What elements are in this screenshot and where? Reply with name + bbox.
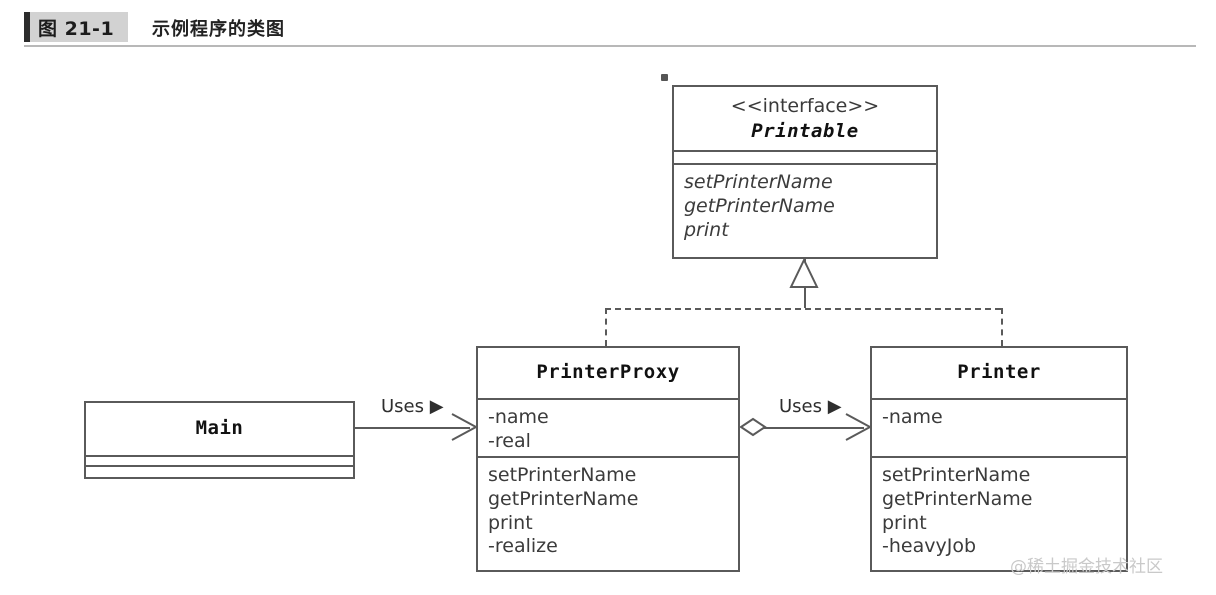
main-attributes-compartment [86,455,353,465]
printerproxy-methods-compartment: setPrinterName getPrinterName print -rea… [478,456,738,570]
realization-horizontal-bus [605,308,1001,310]
printer-attribute: -name [882,406,943,428]
printable-method: print [684,218,729,241]
class-box-printable[interactable]: <<interface>> Printable setPrinterName g… [672,85,938,259]
realization-vertical-stub [804,286,806,308]
figure-divider-rule [24,45,1196,47]
main-methods-compartment [86,465,353,475]
printable-attributes-compartment [674,150,936,163]
dependency-line-printerproxy-printer [763,427,864,429]
printerproxy-attributes-compartment: -name -real [478,398,738,456]
realization-triangle-stem [804,259,806,272]
realization-drop-printerproxy [605,308,607,346]
printable-class-name: Printable [751,119,859,142]
printable-method: setPrinterName [684,171,833,193]
printerproxy-method: -realize [488,535,558,558]
aggregation-diamond-icon [739,417,767,437]
printer-method: -heavyJob [882,535,977,558]
printer-method: print [882,511,927,534]
main-title-compartment: Main [86,403,353,455]
printable-method: getPrinterName [684,194,835,217]
class-box-printerproxy[interactable]: PrinterProxy -name -real setPrinterName … [476,346,740,572]
scan-artifact-dot [661,74,668,81]
printerproxy-attribute: -real [488,429,531,452]
printer-attributes-compartment: -name [872,398,1126,456]
relation-label-printerproxy-uses: Uses ▶ [779,396,842,417]
printerproxy-title-compartment: PrinterProxy [478,348,738,398]
main-class-name: Main [195,417,244,440]
printable-methods-compartment: setPrinterName getPrinterName print [674,163,936,257]
printable-stereotype: <<interface>> [730,94,880,117]
figure-title: 示例程序的类图 [152,19,285,40]
relation-label-main-uses: Uses ▶ [381,396,444,417]
printerproxy-method: getPrinterName [488,487,639,510]
printer-method: setPrinterName [882,464,1031,486]
printerproxy-attribute: -name [488,406,549,428]
printerproxy-method: setPrinterName [488,464,637,486]
realization-drop-printer [1001,308,1003,346]
printerproxy-class-name: PrinterProxy [536,361,680,384]
printable-title-compartment: <<interface>> Printable [674,87,936,150]
figure-header: 图 21-1 示例程序的类图 [0,12,1216,44]
printer-class-name: Printer [957,361,1041,384]
printer-methods-compartment: setPrinterName getPrinterName print -hea… [872,456,1126,570]
dependency-line-main-printerproxy [355,427,470,429]
figure-number-box: 图 21-1 [24,12,129,42]
printer-title-compartment: Printer [872,348,1126,398]
class-box-printer[interactable]: Printer -name setPrinterName getPrinterN… [870,346,1128,572]
watermark-text: @稀土掘金技术社区 [1010,557,1163,577]
printerproxy-method: print [488,511,533,534]
figure-number: 图 21-1 [38,17,115,40]
class-box-main[interactable]: Main [84,401,355,479]
figure-number-accent-bar [24,12,30,42]
printer-method: getPrinterName [882,487,1033,510]
